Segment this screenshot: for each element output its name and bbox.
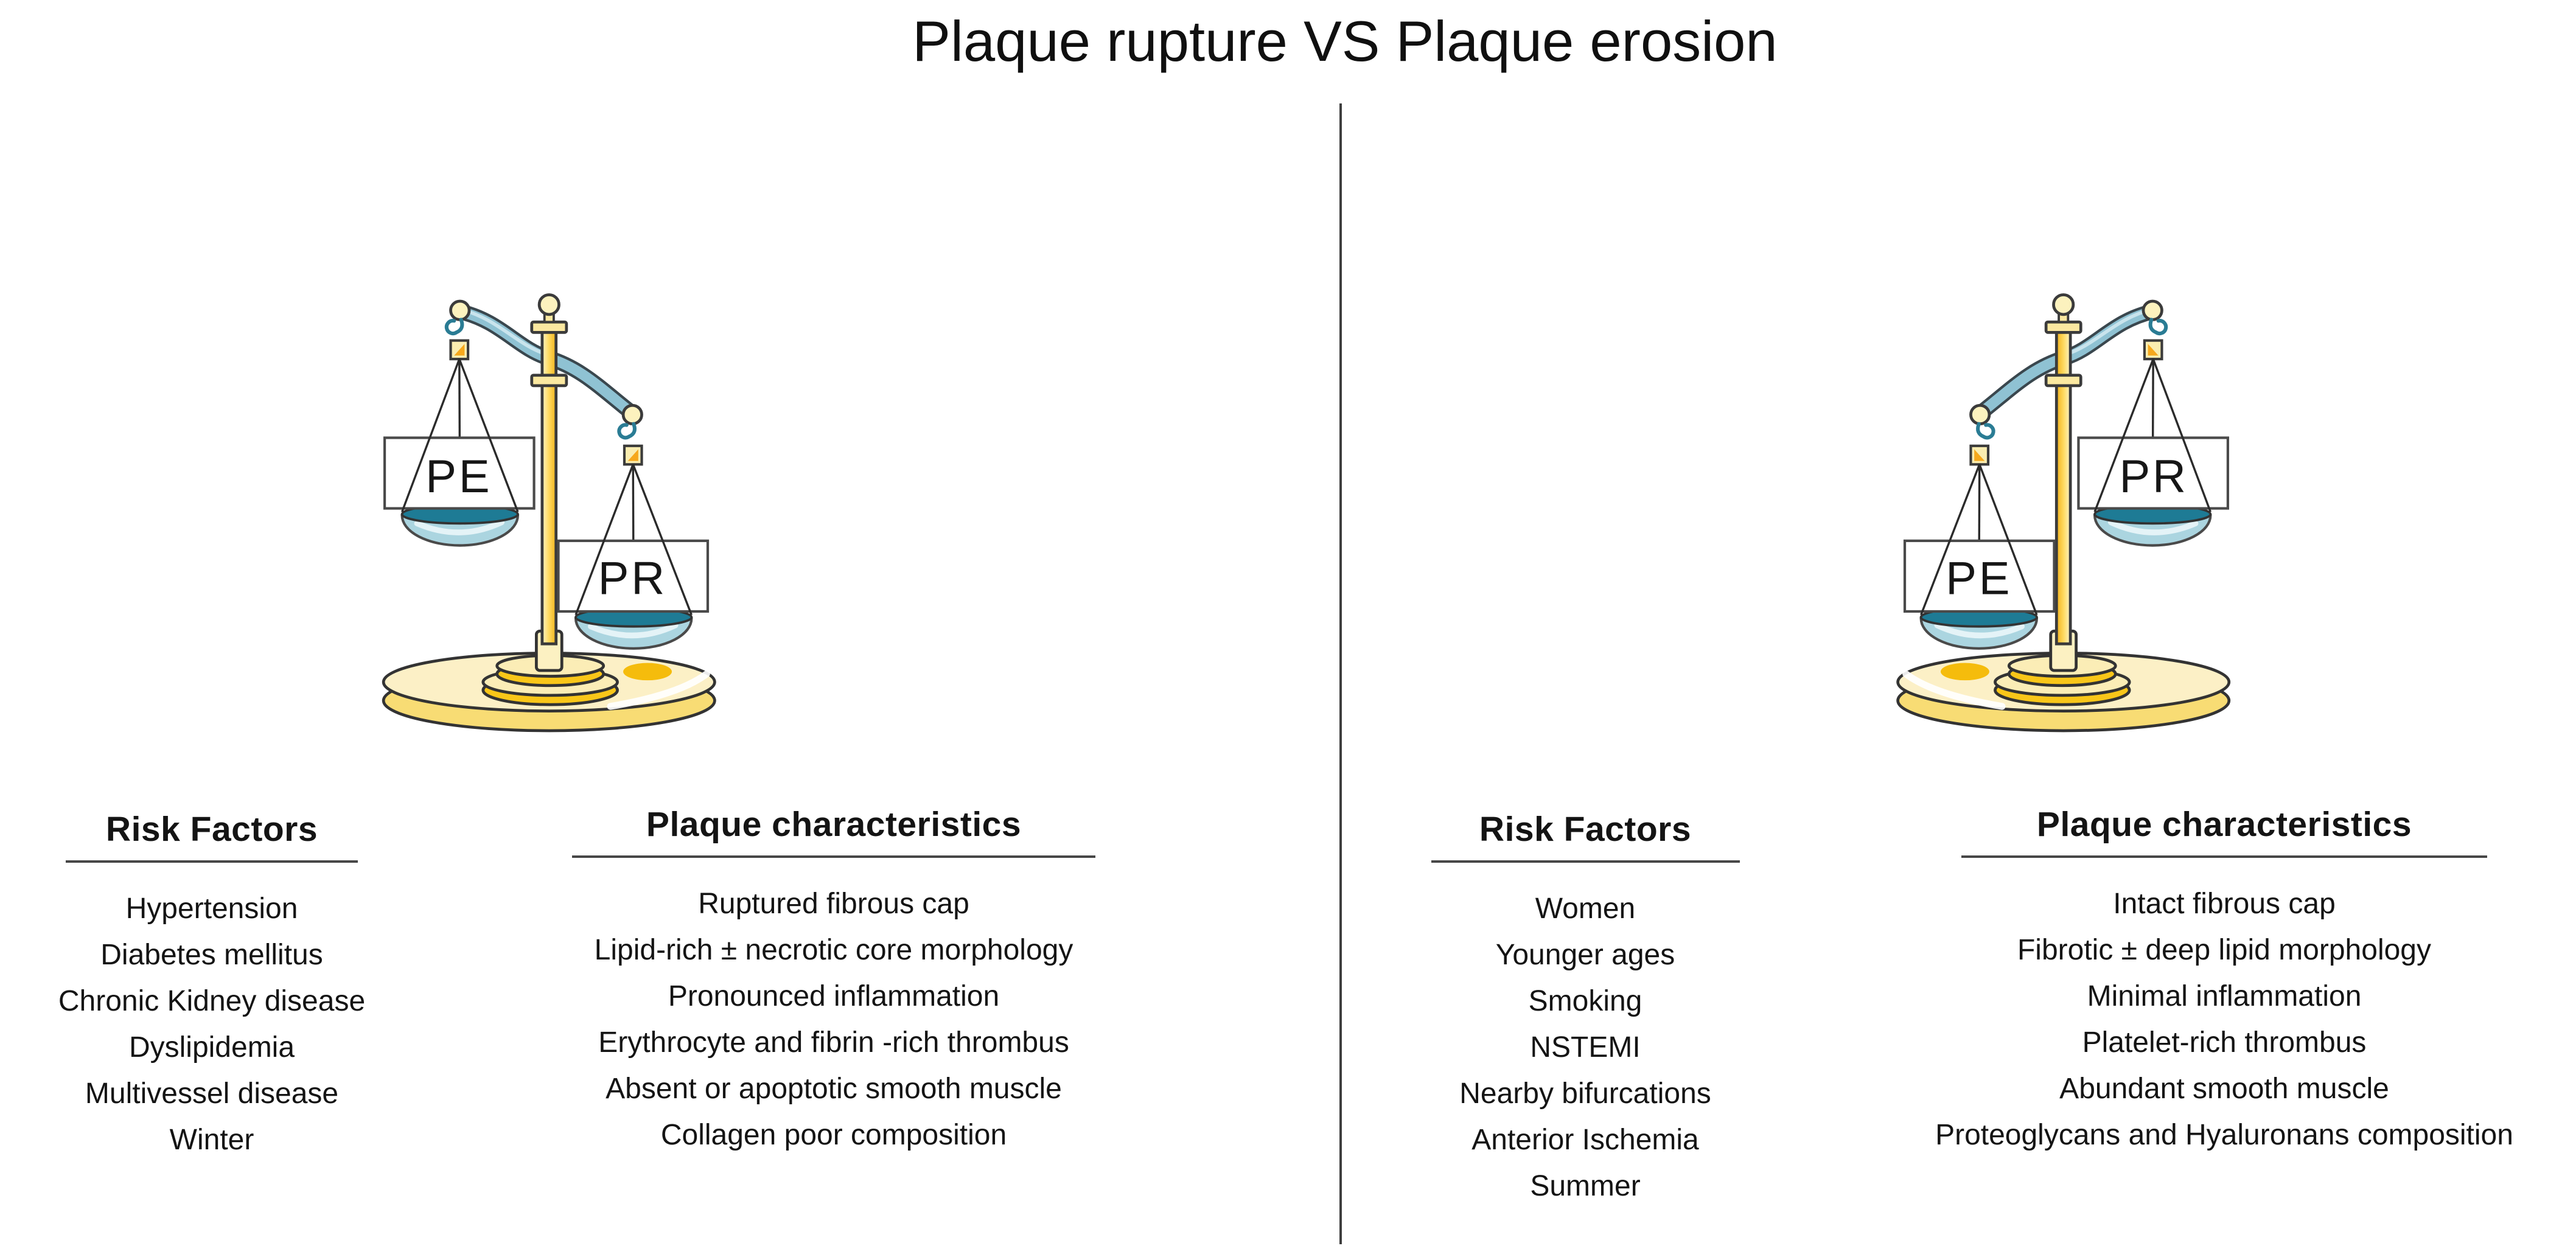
plaque-characteristic-item: Minimal inflammation <box>2087 980 2362 1012</box>
pan-label-pr: PR <box>2119 451 2188 503</box>
pan-label-pe: PE <box>1946 552 2012 604</box>
risk-factor-item: Winter <box>169 1124 254 1156</box>
plaque-characteristic-item: Intact fibrous cap <box>2113 888 2336 920</box>
plaque-characteristics-left-column: Plaque characteristics Ruptured fibrous … <box>536 804 1132 1158</box>
risk-factor-item: Dyslipidemia <box>128 1031 295 1064</box>
risk-factor-item: Hypertension <box>125 893 298 925</box>
risk-factors-left-heading: Risk Factors <box>105 810 318 849</box>
risk-factors-left-column: Risk Factors Hypertension Diabetes melli… <box>23 809 400 1163</box>
plaque-characteristic-item: Erythrocyte and fibrin -rich thrombus <box>598 1026 1069 1059</box>
risk-factor-item: Multivessel disease <box>85 1078 339 1110</box>
plaque-characteristic-item: Absent or apoptotic smooth muscle <box>606 1073 1062 1105</box>
risk-factor-item: Women <box>1535 893 1636 925</box>
plaque-characteristic-item: Platelet-rich thrombus <box>2082 1026 2367 1059</box>
plaque-characteristic-item: Collagen poor composition <box>660 1119 1007 1151</box>
risk-factors-right-list: Women Younger ages Smoking NSTEMI Nearby… <box>1397 886 1774 1210</box>
risk-factor-item: Chronic Kidney disease <box>58 985 366 1017</box>
balance-scale-right-icon: PR PE <box>1880 277 2239 754</box>
plaque-characteristic-item: Lipid-rich ± necrotic core morphology <box>594 934 1073 966</box>
pan-label-pr: PR <box>598 552 667 604</box>
plaque-characteristics-left-heading: Plaque characteristics <box>646 805 1022 844</box>
plaque-characteristic-item: Pronounced inflammation <box>668 980 1000 1012</box>
risk-factor-item: Nearby bifurcations <box>1459 1078 1711 1110</box>
heading-underline <box>1431 860 1740 863</box>
plaque-characteristic-item: Ruptured fibrous cap <box>698 888 969 920</box>
risk-factor-item: NSTEMI <box>1530 1031 1641 1064</box>
plaque-characteristic-item: Fibrotic ± deep lipid morphology <box>2017 934 2431 966</box>
risk-factor-item: Younger ages <box>1495 939 1675 971</box>
plaque-characteristic-item: Abundant smooth muscle <box>2059 1073 2389 1105</box>
heading-underline <box>66 860 358 863</box>
vertical-divider <box>1339 103 1342 1244</box>
balance-scale-left-icon: PE PR <box>373 277 732 754</box>
plaque-characteristics-right-heading: Plaque characteristics <box>2036 805 2412 844</box>
risk-factor-item: Smoking <box>1528 985 1642 1017</box>
risk-factors-right-column: Risk Factors Women Younger ages Smoking … <box>1397 809 1774 1210</box>
risk-factors-left-list: Hypertension Diabetes mellitus Chronic K… <box>23 886 400 1163</box>
pan-label-pe: PE <box>425 451 492 503</box>
figure-title: Plaque rupture VS Plaque erosion <box>912 9 1778 73</box>
plaque-characteristic-item: Proteoglycans and Hyaluronans compositio… <box>1935 1119 2513 1151</box>
risk-factor-item: Anterior Ischemia <box>1471 1124 1699 1156</box>
risk-factors-right-heading: Risk Factors <box>1479 810 1692 849</box>
heading-underline <box>572 855 1095 858</box>
risk-factor-item: Summer <box>1530 1170 1641 1202</box>
plaque-characteristics-left-list: Ruptured fibrous cap Lipid-rich ± necrot… <box>536 881 1132 1158</box>
heading-underline <box>1961 855 2487 858</box>
risk-factor-item: Diabetes mellitus <box>100 939 323 971</box>
plaque-characteristics-right-column: Plaque characteristics Intact fibrous ca… <box>1926 804 2522 1158</box>
plaque-characteristics-right-list: Intact fibrous cap Fibrotic ± deep lipid… <box>1926 881 2522 1158</box>
